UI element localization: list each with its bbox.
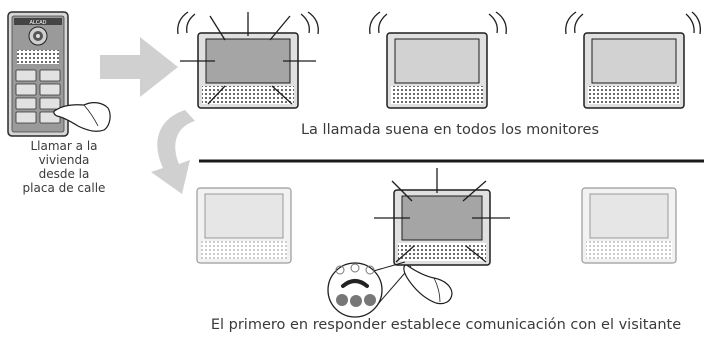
speaker-grille (398, 243, 486, 261)
call-button-icon (335, 265, 345, 275)
monitor-screen (205, 38, 291, 84)
ring-rays (374, 168, 510, 263)
caption-top: La llamada suena en todos los monitores (300, 122, 600, 138)
monitor-screen (394, 38, 480, 84)
instruction-line: desde la (38, 167, 90, 181)
monitor-screen (401, 195, 483, 241)
speaker-grille (391, 86, 483, 104)
door-panel: ALCAD (7, 11, 69, 137)
monitor-screen (589, 193, 669, 239)
monitor-bottom-3 (581, 187, 677, 264)
flow-arrows (100, 37, 195, 194)
monitor-top-1 (177, 11, 319, 109)
monitor-screen (204, 193, 284, 239)
arrow-right (100, 37, 178, 97)
instruction-text: Llamar a la vivienda desde la placa de c… (0, 139, 128, 195)
monitor-screen (591, 38, 677, 84)
arrow-down-curved (151, 110, 195, 194)
handset-icon (341, 279, 369, 288)
speaker-grille (17, 50, 59, 64)
ring-rays (180, 12, 316, 105)
instruction-line: Llamar a la (30, 139, 98, 153)
speaker-grille (588, 86, 680, 104)
call-button-icon (350, 263, 360, 273)
call-button-grid (15, 69, 61, 124)
speaker-grille (202, 86, 294, 104)
sound-wave-icon (369, 11, 507, 35)
instruction-line: vivienda (38, 153, 90, 167)
zoom-callout (327, 262, 383, 318)
hand-icon (403, 264, 453, 305)
speaker-grille (201, 241, 287, 259)
monitor-bottom-1 (196, 187, 292, 264)
instruction-line: placa de calle (22, 181, 106, 195)
monitor-bottom-2-active (374, 168, 510, 266)
panel-brand: ALCAD (30, 20, 47, 26)
caption-bottom: El primero en responder establece comuni… (210, 317, 682, 333)
monitor-top-3 (565, 11, 701, 109)
sound-wave-icon (177, 11, 319, 35)
sound-wave-icon (565, 11, 701, 35)
call-button-icon (365, 265, 375, 275)
monitor-top-2 (369, 11, 507, 109)
speaker-grille (586, 241, 672, 259)
